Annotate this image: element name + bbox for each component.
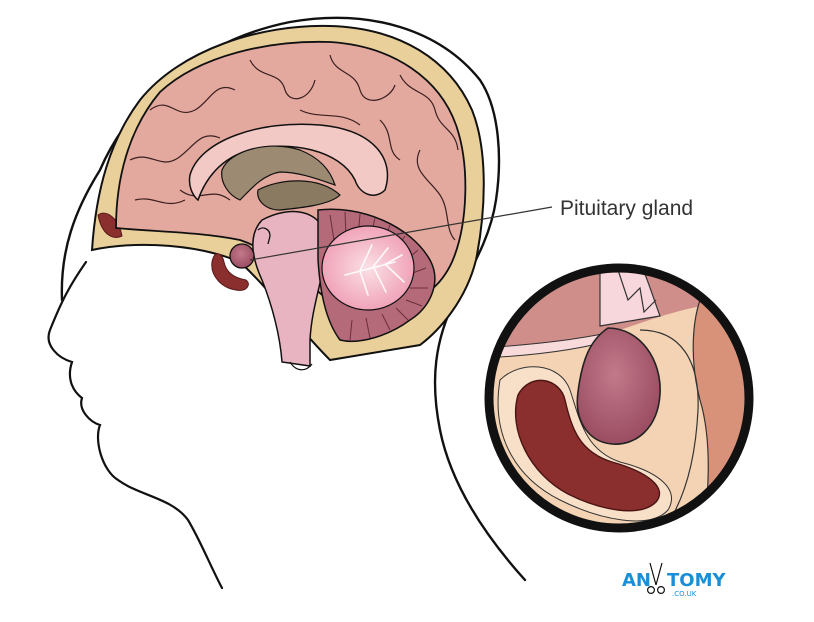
third-ventricle (257, 180, 341, 211)
annotation-leader-line (249, 206, 553, 261)
sphenoid-sinus-main (211, 253, 249, 291)
cerebellum (317, 208, 436, 342)
pituitary-gland-main (211, 227, 271, 291)
logo-text-left: AN (622, 570, 651, 591)
logo-text-right: TOMY (667, 570, 726, 591)
sphenoid-sinus-inset (514, 379, 661, 512)
brain-gyri (129, 54, 459, 241)
arbor-vitae (321, 225, 415, 311)
frontal-sinus (97, 212, 123, 238)
lateral-ventricle (221, 145, 336, 201)
magnified-inset (484, 263, 754, 533)
corpus-callosum (188, 123, 389, 202)
logo-subtext: .CO.UK (672, 590, 697, 598)
pituitary-gland-label: Pituitary gland (560, 197, 693, 220)
anatomy-logo: AN TOMY .CO.UK (622, 562, 726, 598)
brainstem (252, 210, 327, 371)
pituitary-gland-inset (576, 327, 661, 445)
inset-border (484, 263, 754, 533)
scissors-icon (646, 562, 665, 594)
